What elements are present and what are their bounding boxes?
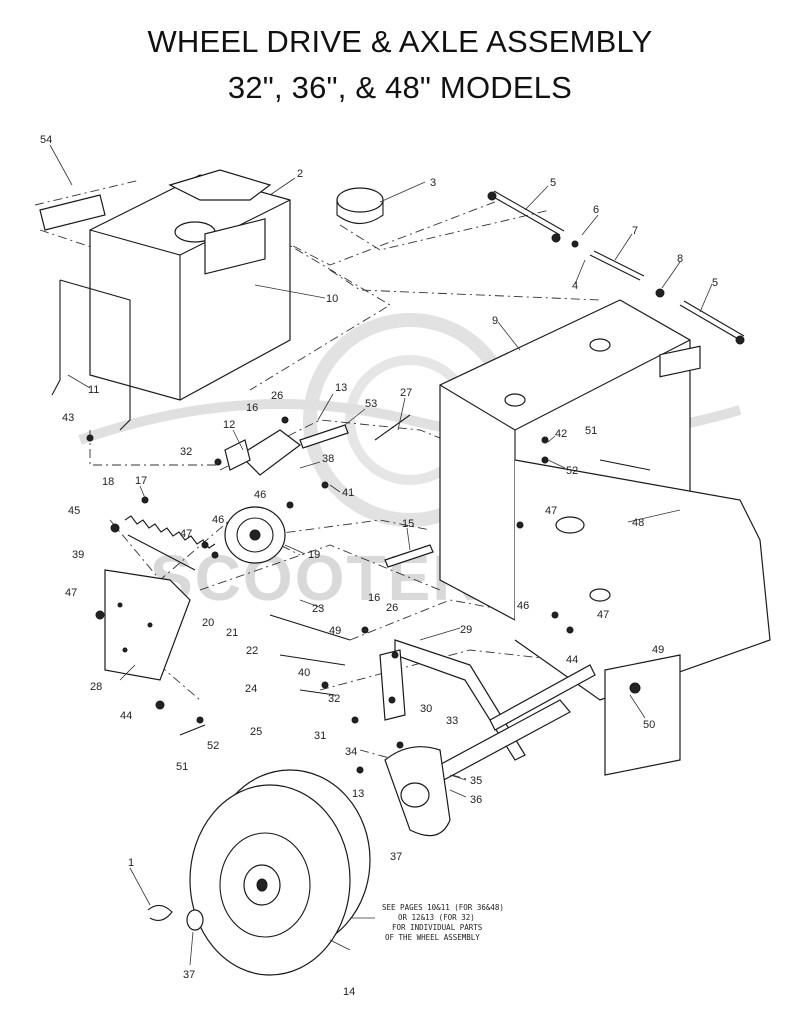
callout-47b: 47 <box>545 505 557 517</box>
brake-disc <box>384 746 451 837</box>
callout-30: 30 <box>420 703 432 715</box>
callout-19: 19 <box>308 549 320 561</box>
callout-49b: 49 <box>652 644 664 656</box>
callout-38: 38 <box>322 453 334 465</box>
tank-strap <box>51 279 131 431</box>
diagram-title-line-2: 32", 36", & 48" MODELS <box>227 70 573 105</box>
callout-16a: 16 <box>246 402 258 414</box>
callout-15: 15 <box>402 518 414 530</box>
callout-48: 48 <box>632 517 644 529</box>
callout-11: 11 <box>88 384 99 396</box>
mounting-plate <box>604 654 681 776</box>
callout-34: 34 <box>345 746 357 758</box>
callout-14: 14 <box>343 986 355 998</box>
callout-47c: 47 <box>65 587 77 599</box>
callout-50: 50 <box>643 719 655 731</box>
drive-wheel <box>189 769 371 976</box>
diagram-title-line-1: WHEEL DRIVE & AXLE ASSEMBLY <box>147 24 653 59</box>
callout-4: 4 <box>572 280 578 292</box>
callout-31: 31 <box>314 730 326 742</box>
callout-17: 17 <box>135 475 147 487</box>
callout-44b: 44 <box>120 710 132 722</box>
callout-9: 9 <box>492 315 498 327</box>
callout-leaders <box>49 144 713 966</box>
callout-20: 20 <box>202 617 214 629</box>
callout-22: 22 <box>246 645 258 657</box>
shafts-and-bolts <box>179 414 434 736</box>
callout-35: 35 <box>470 775 482 787</box>
side-plate <box>104 569 191 681</box>
hardware <box>86 416 574 774</box>
note-line-4: OF THE WHEEL ASSEMBLY <box>385 933 480 942</box>
callout-28: 28 <box>90 681 102 693</box>
decal-part-54 <box>39 194 106 231</box>
note-line-3: FOR INDIVIDUAL PARTS <box>392 923 483 932</box>
wheel-assembly-note: SEE PAGES 10&11 (FOR 36&48) OR 12&13 (FO… <box>382 903 504 942</box>
idler-pulley <box>224 506 286 564</box>
callout-46a: 46 <box>254 489 266 501</box>
callout-1: 1 <box>128 857 134 869</box>
callout-27: 27 <box>400 387 412 399</box>
callout-36: 36 <box>470 794 482 806</box>
callout-45: 45 <box>68 505 80 517</box>
callout-25: 25 <box>250 726 262 738</box>
callout-labels: 54 2 3 5 6 7 8 5 4 9 10 11 43 13 27 26 1… <box>40 134 718 998</box>
callout-13b: 13 <box>352 788 364 800</box>
callout-33: 33 <box>446 715 458 727</box>
callout-52b: 52 <box>207 740 219 752</box>
callout-3: 3 <box>430 177 436 189</box>
callout-32b: 32 <box>328 693 340 705</box>
main-frame <box>439 299 771 701</box>
callout-44a: 44 <box>566 654 578 666</box>
callout-26b: 26 <box>386 602 398 614</box>
callout-8: 8 <box>677 253 683 265</box>
callout-5a: 5 <box>550 177 556 189</box>
callout-53: 53 <box>365 398 377 410</box>
axle-shaft <box>429 664 596 783</box>
callout-13a: 13 <box>335 382 347 394</box>
callout-26a: 26 <box>271 390 283 402</box>
callout-46c: 46 <box>517 600 529 612</box>
fuel-cap <box>336 187 384 225</box>
callout-12: 12 <box>223 419 235 431</box>
callout-10: 10 <box>326 293 338 305</box>
callout-46b: 46 <box>212 514 224 526</box>
callout-51b: 51 <box>176 761 188 773</box>
callout-39: 39 <box>72 549 84 561</box>
callout-47a: 47 <box>180 528 192 540</box>
callout-7: 7 <box>632 225 638 237</box>
callout-6: 6 <box>593 204 599 216</box>
note-line-2: OR 12&13 (FOR 32) <box>398 913 475 922</box>
callout-23: 23 <box>312 603 324 615</box>
callout-16b: 16 <box>368 592 380 604</box>
callout-41: 41 <box>342 487 354 499</box>
callout-42: 42 <box>555 428 567 440</box>
callout-5b: 5 <box>712 277 718 289</box>
steering-linkage <box>487 190 745 345</box>
callout-18: 18 <box>102 476 114 488</box>
fuel-tank <box>89 169 291 401</box>
callout-43: 43 <box>62 412 74 424</box>
callout-47d: 47 <box>597 609 609 621</box>
tension-spring <box>124 515 216 571</box>
callout-51a: 51 <box>585 425 597 437</box>
callout-52a: 52 <box>566 465 578 477</box>
idler-arm <box>224 429 301 476</box>
callout-54: 54 <box>40 134 52 146</box>
callout-37a: 37 <box>390 851 402 863</box>
callout-2: 2 <box>297 168 303 180</box>
callout-29: 29 <box>460 624 472 636</box>
callout-32a: 32 <box>180 446 192 458</box>
callout-37b: 37 <box>183 969 195 981</box>
callout-40: 40 <box>298 667 310 679</box>
callout-24: 24 <box>245 683 257 695</box>
note-line-1: SEE PAGES 10&11 (FOR 36&48) <box>382 903 504 912</box>
callout-21: 21 <box>226 627 238 639</box>
callout-49a: 49 <box>329 625 341 637</box>
retaining-clip-and-washer <box>147 904 204 931</box>
